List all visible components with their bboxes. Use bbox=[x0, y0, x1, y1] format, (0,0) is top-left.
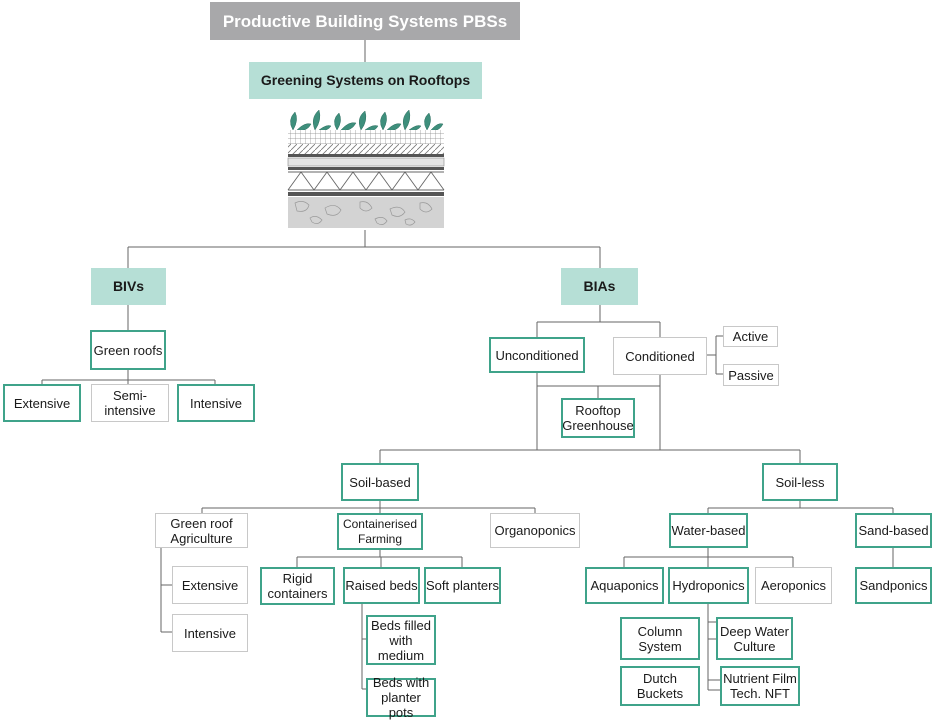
node-rooftop-greenhouse: Rooftop Greenhouse bbox=[561, 398, 635, 438]
node-nutrient-film-technique: Nutrient Film Tech. NFT bbox=[720, 666, 800, 706]
node-raised-beds: Raised beds bbox=[343, 567, 420, 604]
diagram-title: Productive Building Systems PBSs bbox=[210, 2, 520, 40]
green-roof-section-illustration bbox=[287, 109, 445, 228]
diagram-subtitle: Greening Systems on Rooftops bbox=[249, 62, 482, 99]
node-passive: Passive bbox=[723, 364, 779, 386]
node-soft-planters: Soft planters bbox=[424, 567, 501, 604]
node-aquaponics: Aquaponics bbox=[585, 567, 664, 604]
node-gra-intensive: Intensive bbox=[172, 614, 248, 652]
node-bivs: BIVs bbox=[91, 268, 166, 305]
node-green-roof-agriculture: Green roof Agriculture bbox=[155, 513, 248, 548]
node-soil-based: Soil-based bbox=[341, 463, 419, 501]
node-rigid-containers: Rigid containers bbox=[260, 567, 335, 605]
node-semi-intensive: Semi- intensive bbox=[91, 384, 169, 422]
node-extensive: Extensive bbox=[3, 384, 81, 422]
node-intensive: Intensive bbox=[177, 384, 255, 422]
node-dutch-buckets: Dutch Buckets bbox=[620, 666, 700, 706]
node-water-based: Water-based bbox=[669, 513, 748, 548]
node-soil-less: Soil-less bbox=[762, 463, 838, 501]
node-green-roofs: Green roofs bbox=[90, 330, 166, 370]
node-column-system: Column System bbox=[620, 617, 700, 660]
node-sandponics: Sandponics bbox=[855, 567, 932, 604]
node-gra-extensive: Extensive bbox=[172, 566, 248, 604]
node-organoponics: Organoponics bbox=[490, 513, 580, 548]
node-sand-based: Sand-based bbox=[855, 513, 932, 548]
node-bias: BIAs bbox=[561, 268, 638, 305]
node-hydroponics: Hydroponics bbox=[668, 567, 749, 604]
node-conditioned: Conditioned bbox=[613, 337, 707, 375]
node-containerised-farming: Containerised Farming bbox=[337, 513, 423, 550]
node-active: Active bbox=[723, 326, 778, 347]
node-beds-with-planter-pots: Beds with planter pots bbox=[366, 675, 436, 720]
node-aeroponics: Aeroponics bbox=[755, 567, 832, 604]
node-beds-filled-with-medium: Beds filled with medium bbox=[366, 615, 436, 665]
node-deep-water-culture: Deep Water Culture bbox=[716, 617, 793, 660]
node-unconditioned: Unconditioned bbox=[489, 337, 585, 373]
